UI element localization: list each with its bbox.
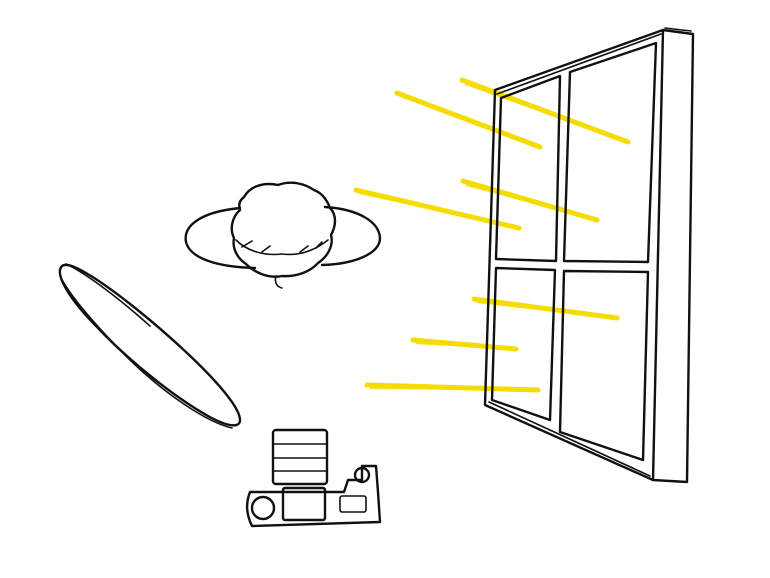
light-ray (460, 178, 600, 223)
reflector-icon (58, 263, 242, 429)
light-ray (364, 382, 541, 393)
light-ray (410, 337, 519, 352)
light-ray (471, 296, 620, 321)
light-ray (394, 90, 543, 150)
person-head-icon (184, 181, 382, 289)
light-rays (353, 77, 631, 393)
window-icon (483, 27, 695, 484)
camera-icon (246, 428, 382, 528)
light-ray (353, 187, 522, 231)
light-ray (459, 77, 631, 145)
